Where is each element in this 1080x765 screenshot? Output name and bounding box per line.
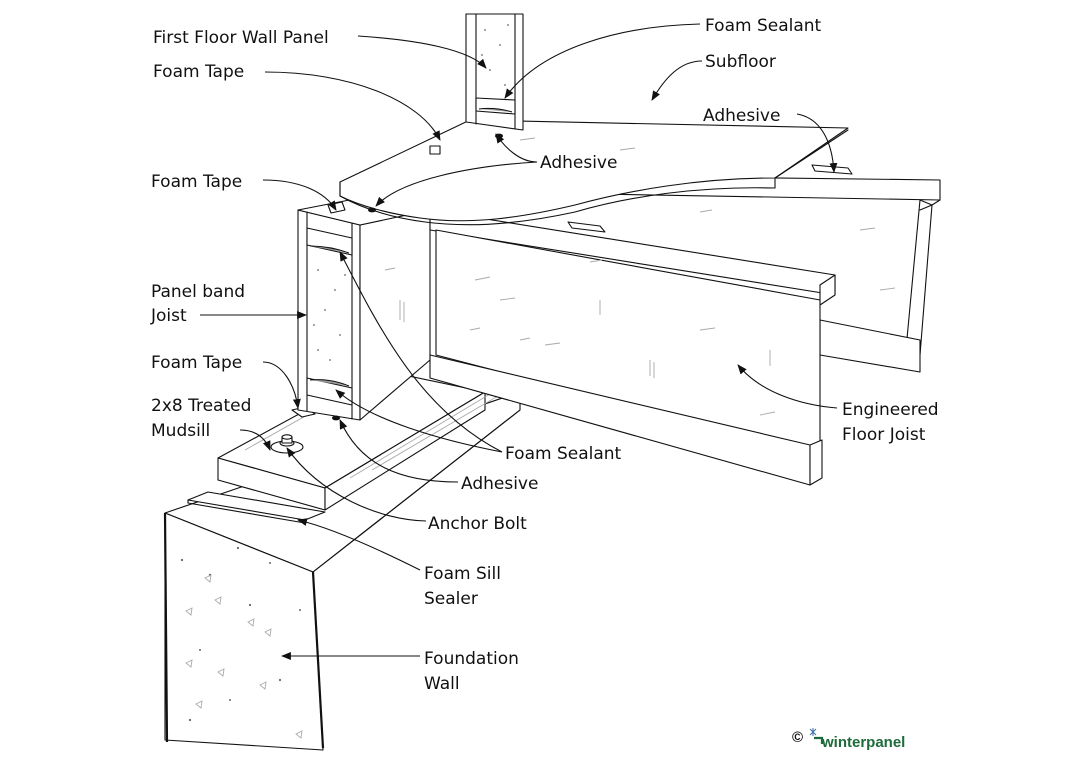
label-foam-sealant-band: Foam Sealant (505, 444, 622, 464)
label-first-floor-wall-panel: First Floor Wall Panel (153, 28, 329, 48)
label-foundation-wall-1: Foundation (424, 649, 519, 669)
label-adhesive-subfloor: Adhesive (540, 153, 617, 173)
label-foam-tape-top: Foam Tape (153, 62, 244, 82)
label-engineered-floor-joist-2: Floor Joist (842, 425, 926, 445)
label-mudsill-1: 2x8 Treated (151, 396, 251, 416)
label-foam-tape-sill: Foam Tape (151, 353, 242, 373)
leaders (200, 23, 838, 660)
label-adhesive-right: Adhesive (703, 106, 780, 126)
label-foundation-wall-2: Wall (424, 674, 460, 694)
logo-brand-text: winterpanel (821, 734, 905, 751)
label-panel-band-joist-1: Panel band (151, 282, 245, 302)
engineered-floor-joist-front (429, 209, 836, 486)
first-floor-wall-panel (429, 13, 524, 155)
label-mudsill-2: Mudsill (151, 421, 210, 441)
labels: First Floor Wall Panel Foam Sealant Foam… (150, 16, 939, 694)
label-foam-sill-sealer-2: Sealer (424, 589, 478, 609)
label-foam-tape-band: Foam Tape (151, 172, 242, 192)
subfloor (339, 119, 853, 233)
copyright-mark: © (792, 729, 803, 746)
label-subfloor: Subfloor (705, 52, 776, 72)
label-adhesive-sill: Adhesive (461, 474, 538, 494)
label-panel-band-joist-2: Joist (150, 306, 187, 326)
label-engineered-floor-joist-1: Engineered (842, 400, 939, 420)
panel-band-joist (297, 195, 431, 421)
label-foam-sealant-top: Foam Sealant (705, 16, 822, 36)
winterpanel-logo: © winterpanel (792, 728, 905, 751)
label-anchor-bolt: Anchor Bolt (428, 514, 527, 534)
snowflake-icon (809, 728, 817, 736)
label-foam-sill-sealer-1: Foam Sill (424, 564, 501, 584)
